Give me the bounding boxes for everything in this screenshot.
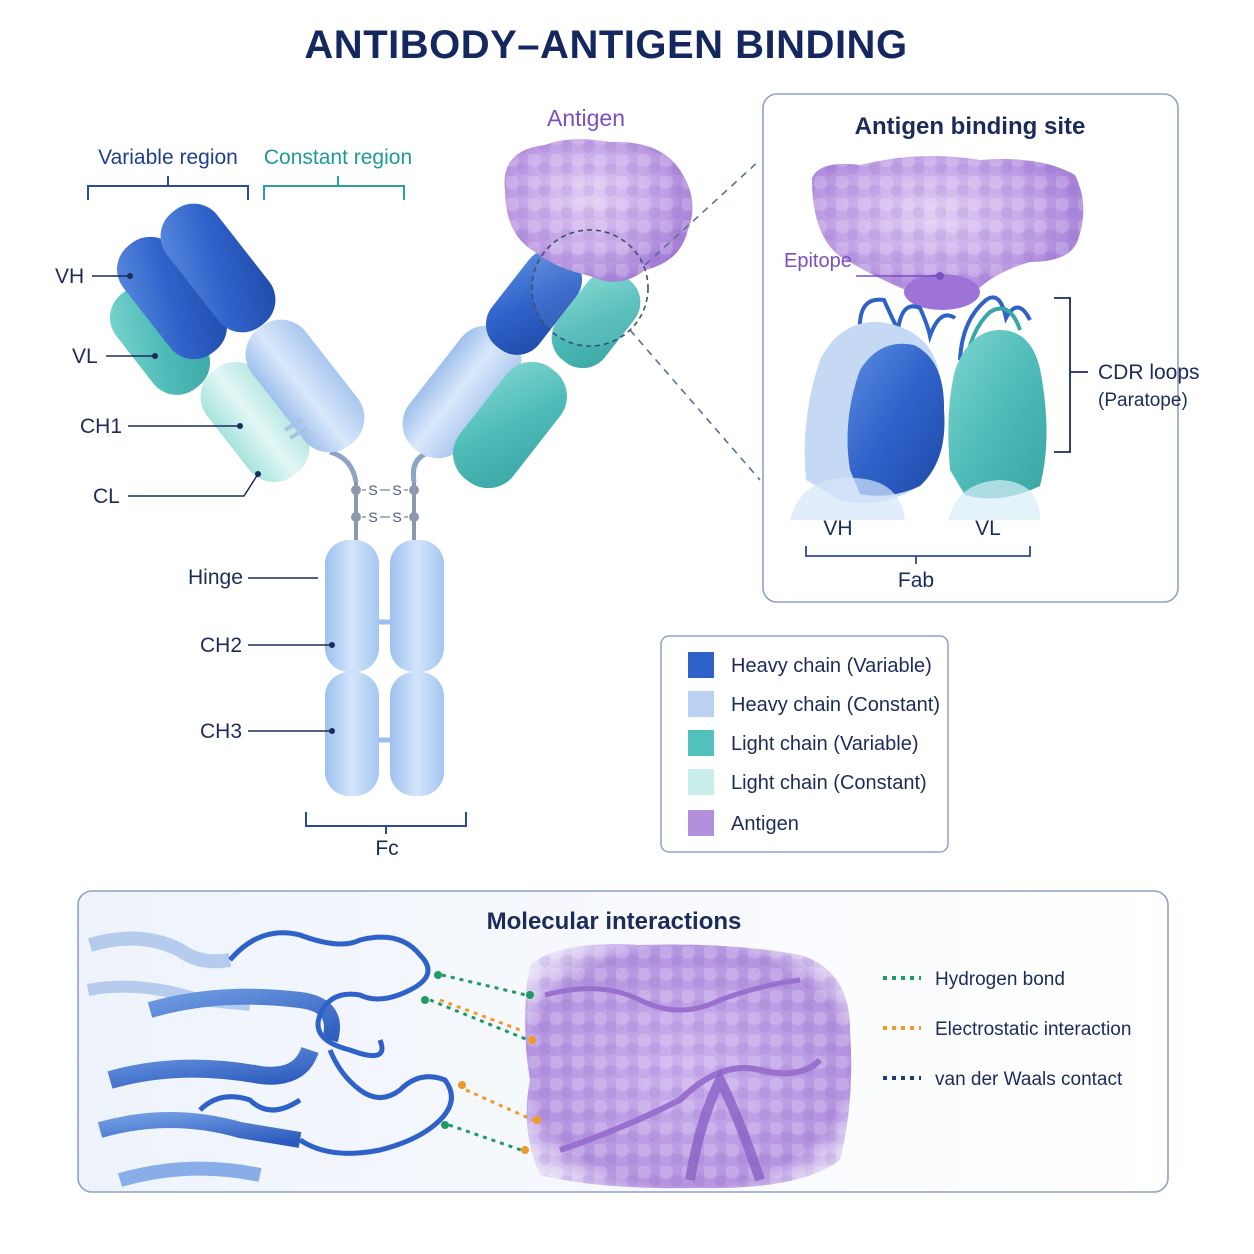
left-vh-domain-b <box>160 203 276 333</box>
vl-callout-label: VL <box>72 345 98 368</box>
disulfide-s-2: S <box>392 482 401 498</box>
constant-region-label: Constant region <box>264 146 412 169</box>
right-fab-arm <box>402 249 641 489</box>
constant-region-bracket: Constant region <box>263 146 412 200</box>
legend-swatch-2 <box>688 691 714 717</box>
hinge-callout-label: Hinge <box>188 566 243 589</box>
interaction-label-1: Hydrogen bond <box>935 969 1065 990</box>
legend: Heavy chain (Variable) Heavy chain (Const… <box>660 635 949 853</box>
panel-vl-label: VL <box>975 517 1001 540</box>
legend-label-4: Light chain (Constant) <box>731 772 927 794</box>
binding-site-title: Antigen binding site <box>855 113 1086 140</box>
cdr-loops-label: CDR loops <box>1098 361 1200 384</box>
fab-label: Fab <box>898 569 934 592</box>
antigen-label: Antigen <box>547 105 625 131</box>
right-ch3-domain <box>390 672 444 796</box>
variable-region-bracket: Variable region <box>87 146 249 200</box>
left-vl-domain <box>109 285 211 395</box>
right-ch2-domain <box>390 540 444 672</box>
paratope-label: (Paratope) <box>1098 390 1188 411</box>
right-cl-domain <box>453 361 567 489</box>
interaction-label-2: Electrostatic interaction <box>935 1019 1131 1040</box>
binding-site-highlight <box>531 159 761 481</box>
interaction-label-3: van der Waals contact <box>935 1069 1123 1090</box>
left-vh-domain-a <box>117 236 227 360</box>
interaction-lines <box>429 973 534 1152</box>
antibody-ribbon-structure <box>86 930 466 1187</box>
ch1-callout-label: CH1 <box>80 415 122 438</box>
vh-callout-label: VH <box>55 265 84 288</box>
left-ch3-domain <box>325 672 379 796</box>
variable-region-label: Variable region <box>98 146 238 169</box>
epitope-label: Epitope <box>784 250 852 272</box>
antigen-surface-structure <box>521 944 852 1189</box>
molecular-interactions-panel: Molecular interactions <box>77 890 1169 1193</box>
left-ch2-domain <box>325 540 379 672</box>
right-vl-domain <box>551 271 641 369</box>
ch3-callout-label: CH3 <box>200 720 242 743</box>
legend-label-5: Antigen <box>731 813 799 835</box>
right-vh-domain <box>485 249 583 355</box>
legend-label-2: Heavy chain (Constant) <box>731 694 940 716</box>
binding-site-panel: Antigen binding site Epitope CDR loops (… <box>762 93 1200 603</box>
interactions-title: Molecular interactions <box>487 908 742 935</box>
disulfide-s-3: S <box>368 509 377 525</box>
legend-swatch-4 <box>688 769 714 795</box>
hinge-region: S S S S <box>351 482 419 548</box>
left-fab-arm <box>109 203 365 483</box>
legend-swatch-5 <box>688 810 714 836</box>
legend-label-3: Light chain (Variable) <box>731 733 919 755</box>
right-ch1-domain <box>402 325 522 459</box>
left-ch1-domain <box>245 319 365 453</box>
fc-label: Fc <box>375 837 398 860</box>
left-cl-domain <box>200 361 310 483</box>
antigen-molecule: Antigen <box>504 105 693 282</box>
page-title: ANTIBODY–ANTIGEN BINDING <box>304 23 907 67</box>
domain-callouts: VH VL CH1 CL Hinge CH2 CH3 <box>55 265 335 743</box>
panel-vh-label: VH <box>823 517 852 540</box>
legend-label-1: Heavy chain (Variable) <box>731 655 932 677</box>
ch2-callout-label: CH2 <box>200 634 242 657</box>
disulfide-s-4: S <box>392 509 401 525</box>
cl-callout-label: CL <box>93 485 120 508</box>
legend-swatch-3 <box>688 730 714 756</box>
fc-region: Fc <box>305 540 467 860</box>
disulfide-s-1: S <box>368 482 377 498</box>
legend-swatch-1 <box>688 652 714 678</box>
